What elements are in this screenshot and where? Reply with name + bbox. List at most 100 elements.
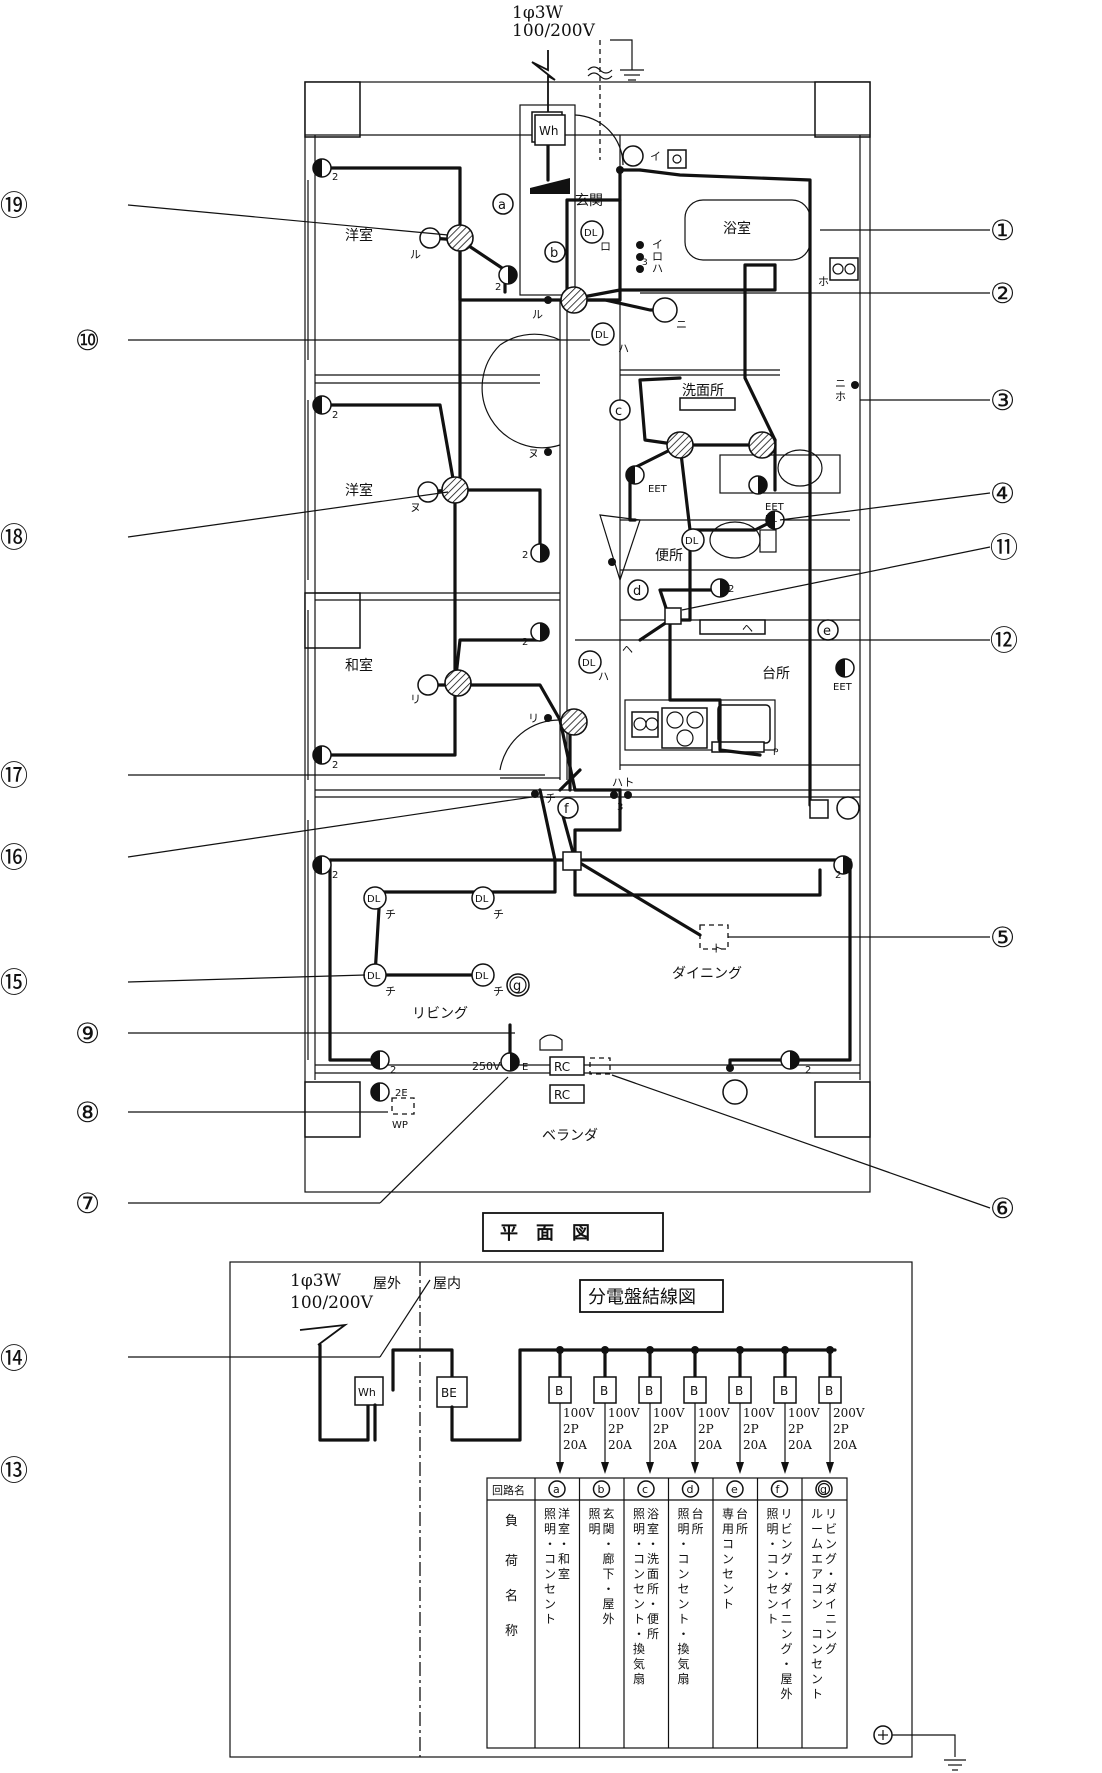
breaker-arrow-0 [556, 1462, 564, 1474]
breaker-rating-4-0: 100V [743, 1406, 775, 1420]
svg-text:⑤: ⑤ [990, 921, 1015, 954]
svg-text:④: ④ [990, 477, 1015, 510]
breaker-rating-1-2: 20A [608, 1438, 632, 1452]
svg-text:⑥: ⑥ [990, 1192, 1015, 1225]
load-char-0-1-4: ン [544, 1567, 556, 1581]
load-char-5-1-3: コ [767, 1552, 779, 1566]
downlight-hall-1 [591, 322, 615, 346]
breaker-rating-6-0: 200V [833, 1406, 865, 1420]
svg-text:イ: イ [650, 150, 661, 163]
load-char-6-1-3: エ [811, 1552, 823, 1566]
svg-text:ロ: ロ [600, 240, 611, 253]
load-char-0-0-4: 室 [558, 1566, 570, 1581]
breaker-rating-3-0: 100V [698, 1406, 730, 1420]
svg-text:3: 3 [642, 258, 648, 268]
svg-text:⑲: ⑲ [0, 189, 28, 222]
svg-text:c: c [615, 404, 622, 419]
load-char-5-0-10: ・ [781, 1657, 793, 1671]
wh-meter [534, 114, 566, 146]
svg-text:g: g [513, 979, 521, 994]
load-char-1-0-3: 廊 [603, 1551, 615, 1566]
load-char-0-0-2: ・ [558, 1537, 570, 1551]
load-char-4-1-1: 用 [722, 1522, 734, 1536]
wall-light-porch [622, 145, 644, 167]
load-char-3-1-8: ・ [678, 1627, 690, 1641]
load-char-2-0-6: ・ [647, 1597, 659, 1611]
load-char-3-0-1: 所 [692, 1522, 704, 1536]
switch-dots [531, 166, 859, 1072]
load-char-2-1-11: 扇 [633, 1671, 645, 1686]
load-char-4-1-0: 専 [722, 1507, 734, 1521]
breaker-rating-0-0: 100V [563, 1406, 595, 1420]
svg-text:EET: EET [765, 502, 785, 513]
svg-text:2: 2 [495, 282, 501, 293]
svg-text:⑬: ⑬ [0, 1454, 28, 1487]
table-header: 回路名 [492, 1483, 525, 1497]
bus-node-4 [736, 1346, 744, 1354]
load-char-5-1-0: 照 [767, 1507, 779, 1521]
svg-text:DL: DL [584, 228, 598, 239]
breaker-arrow-2 [646, 1462, 654, 1474]
load-char-3-1-5: セ [678, 1582, 690, 1596]
svg-text:チ: チ [385, 985, 396, 998]
svg-text:⑫: ⑫ [990, 624, 1018, 657]
load-char-0-0-0: 洋 [558, 1506, 570, 1521]
load-char-2-0-2: ・ [647, 1537, 659, 1551]
downlight-benjo [681, 528, 705, 552]
svg-text:①: ① [990, 214, 1015, 247]
load-char-1-1-0: 照 [589, 1507, 601, 1521]
load-char-1-0-5: ・ [603, 1582, 615, 1596]
svg-text:EET: EET [648, 484, 668, 495]
svg-text:⑯: ⑯ [0, 841, 28, 874]
load-char-5-1-5: セ [767, 1582, 779, 1596]
breaker-rating-5-0: 100V [788, 1406, 820, 1420]
breaker-arrow-5 [781, 1462, 789, 1474]
svg-text:b: b [550, 246, 558, 261]
load-char-6-0-0: リ [825, 1507, 837, 1521]
load-char-0-1-2: ・ [544, 1537, 556, 1551]
junction-box-kitchen [664, 607, 682, 625]
load-char-6-1-9: ン [811, 1642, 823, 1656]
breakers: B100V2P20AB100V2P20AB100V2P20AB100V2P20A… [548, 1346, 865, 1474]
svg-text:ハ: ハ [618, 342, 629, 355]
svg-text:2: 2 [332, 760, 338, 771]
load-mark-2: c [642, 1483, 648, 1496]
load-char-6-0-3: グ [825, 1552, 837, 1566]
svg-text:ハ: ハ [652, 262, 663, 275]
svg-text:DL: DL [475, 971, 489, 982]
svg-text:ル: ル [532, 308, 543, 321]
load-char-4-1-2: コ [722, 1537, 734, 1551]
breaker-label-6: B [825, 1384, 833, 1398]
load-char-6-0-6: イ [825, 1597, 837, 1611]
room-dining: ダイニング [672, 966, 742, 982]
svg-text:称: 称 [505, 1624, 518, 1639]
svg-text:250V: 250V [472, 1060, 501, 1073]
svg-text:e: e [823, 624, 831, 639]
panel-voltage: 100/200V [290, 1293, 374, 1313]
svg-text:チ: チ [385, 908, 396, 921]
load-char-6-0-7: ニ [825, 1612, 837, 1626]
load-char-0-1-6: ン [544, 1597, 556, 1611]
load-char-2-1-0: 照 [633, 1507, 645, 1521]
svg-text:WP: WP [392, 1120, 408, 1131]
bus-node-1 [601, 1346, 609, 1354]
load-char-2-1-4: ン [633, 1567, 645, 1581]
load-char-5-0-11: 屋 [781, 1672, 793, 1686]
svg-text:ホ: ホ [818, 275, 829, 288]
svg-text:2: 2 [522, 637, 528, 648]
svg-text:EL: EL [765, 514, 777, 525]
svg-text:2: 2 [522, 550, 528, 561]
wh-meter-label: Wh [539, 124, 558, 138]
svg-text:チ: チ [493, 908, 504, 921]
downlight-genkan [580, 220, 604, 244]
fan-kitchen [699, 619, 766, 635]
ceiling-light-washitsu [444, 669, 472, 697]
chime [809, 799, 829, 819]
load-char-6-1-11: ン [811, 1672, 823, 1686]
load-char-6-1-2: ム [811, 1537, 823, 1551]
load-columns: a洋室・和室照明・コンセントb玄関・廊下・屋外照明c浴室・洗面所・便所照明・コン… [544, 1478, 837, 1748]
svg-text:ロ: ロ [652, 250, 663, 263]
load-char-6-0-5: ダ [825, 1581, 837, 1596]
ceiling-light-yoshitsu-1 [446, 224, 474, 252]
svg-text:負: 負 [505, 1514, 518, 1529]
